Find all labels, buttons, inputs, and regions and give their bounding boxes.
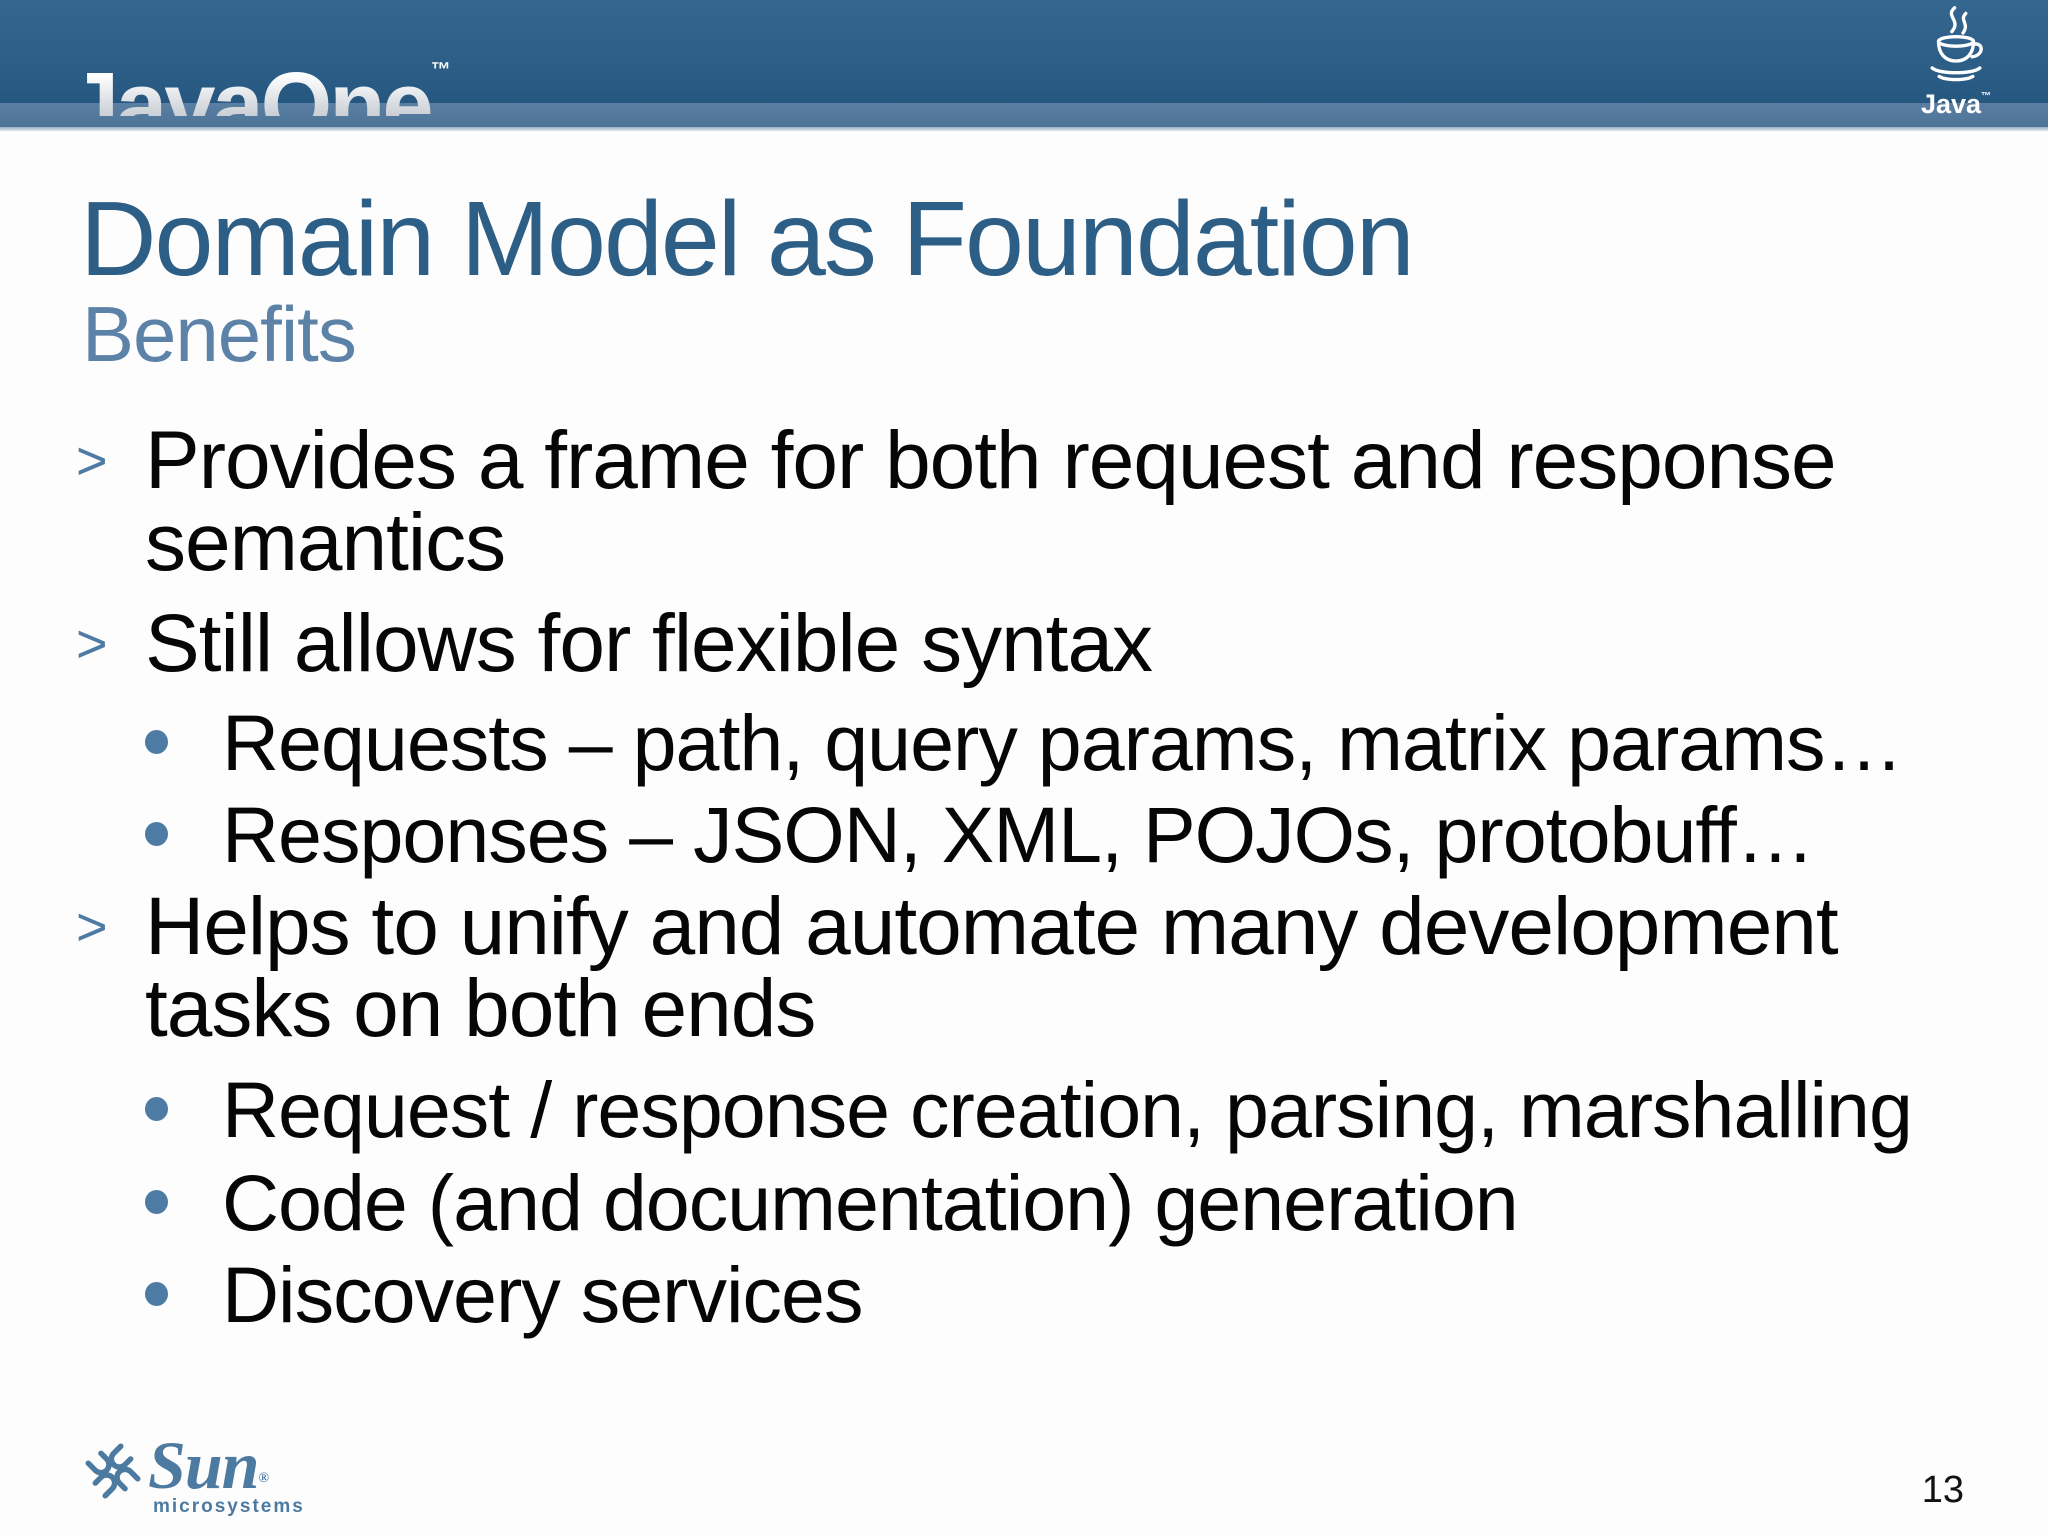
dot-bullet-icon [145,1097,168,1121]
java-logo: Java™ [1919,4,1993,120]
bullet-item: > Still allows for flexible syntax [0,603,2048,685]
dot-bullet-icon [145,822,168,846]
sun-logo-text: Sun® [148,1427,269,1503]
bullet-item: Responses – JSON, XML, POJOs, protobuff… [0,794,2048,876]
sun-microsystems-logo: Sun® microsystems [84,1430,504,1528]
header-divider [0,127,2048,131]
bullet-item: Discovery services [0,1254,2048,1336]
dot-bullet-icon [145,1282,168,1306]
bullet-line: tasks on both ends [145,963,816,1054]
sun-diamond-icon [85,1443,141,1499]
page-subtitle: Benefits [82,290,357,378]
bullet-line: Request / response creation, parsing, ma… [222,1065,1913,1154]
header-bar [0,0,2048,131]
chevron-bullet-icon: > [76,614,108,674]
bullet-line: Responses – JSON, XML, POJOs, protobuff… [222,790,1815,879]
bullet-line: Helps to unify and automate many develop… [145,881,1839,972]
javaone-logo-text: JavaOne [68,54,431,156]
dot-bullet-icon [145,730,168,754]
trademark-symbol: ™ [1981,91,1992,102]
bullet-item: > Provides a frame for both request and … [0,420,2048,584]
bullet-item: Requests – path, query params, matrix pa… [0,702,2048,784]
bullet-line: semantics [145,497,506,588]
bullet-item: > Helps to unify and automate many devel… [0,886,2048,1050]
page-number: 13 [1921,1469,1964,1511]
dot-bullet-icon [145,1190,168,1214]
java-cup-icon [1930,6,1983,82]
chevron-bullet-icon: > [76,431,108,491]
bullet-line: Still allows for flexible syntax [145,598,1153,689]
java-logo-label: Java™ [1920,89,1992,119]
bullet-line: Provides a frame for both request and re… [145,415,1837,506]
bullet-line: Requests – path, query params, matrix pa… [222,698,1904,787]
chevron-bullet-icon: > [76,897,108,957]
bullet-item: Code (and documentation) generation [0,1162,2048,1244]
registered-symbol: ® [258,1471,269,1486]
sun-logo-subtext: microsystems [153,1496,305,1517]
javaone-logo: JavaOne™ [68,24,451,116]
trademark-symbol: ™ [430,59,451,81]
bullet-item: Request / response creation, parsing, ma… [0,1069,2048,1151]
bullet-line: Discovery services [222,1250,863,1339]
page-title: Domain Model as Foundation [80,180,1415,298]
bullet-line: Code (and documentation) generation [222,1158,1519,1247]
header-reflection-strip [0,103,2048,127]
